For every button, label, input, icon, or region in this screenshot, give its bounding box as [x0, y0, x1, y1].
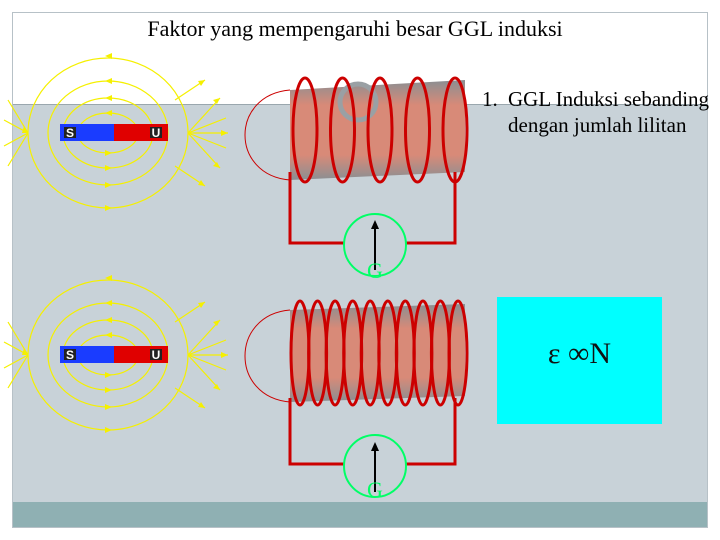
north-pole-label: U	[152, 348, 161, 362]
galvanometer-ring	[343, 213, 407, 277]
key-point-text: GGL Induksi sebanding dengan jumlah lili…	[508, 87, 710, 137]
south-pole-label: S	[66, 126, 74, 140]
galvanometer-2: G	[343, 434, 407, 502]
coil-winding	[447, 299, 469, 407]
needle-arrowhead	[371, 442, 379, 451]
north-pole-label: U	[152, 126, 161, 140]
galvanometer-label: G	[367, 258, 383, 283]
south-label-box	[64, 127, 76, 138]
setup-2: S U G	[3, 275, 469, 502]
coil-end-loop	[244, 89, 291, 181]
solenoid-2	[244, 299, 469, 407]
south-label-box	[64, 349, 76, 360]
setup-1: S U G	[3, 53, 469, 283]
circuit-2	[288, 398, 457, 466]
coil-turns-2	[289, 299, 469, 407]
bar-magnet-2: S U	[60, 346, 168, 363]
galvanometer-1: G	[343, 213, 407, 283]
coil-core	[290, 80, 465, 180]
galvanometer-label: G	[367, 477, 383, 502]
formula-box: ε ∞N	[497, 297, 662, 424]
slide-title: Faktor yang mempengaruhi besar GGL induk…	[147, 16, 563, 41]
circuit-1	[288, 172, 457, 245]
north-label-box	[150, 127, 162, 138]
coil-winding	[329, 76, 356, 184]
north-label-box	[150, 349, 162, 360]
slide-footer-bar	[12, 502, 708, 528]
coil-turns-1	[291, 76, 469, 184]
coil-winding	[291, 76, 319, 184]
formula-text: ε ∞N	[547, 337, 612, 370]
coil-winding	[366, 76, 394, 184]
key-point-number: 1.	[482, 87, 498, 111]
bar-magnet-1: S U	[60, 124, 168, 141]
south-pole-label: S	[66, 348, 74, 362]
coil-end-loop	[244, 309, 291, 403]
slide-frame	[12, 12, 708, 528]
needle-arrowhead	[371, 220, 379, 229]
field-arrows-2	[22, 275, 228, 433]
core-end	[337, 81, 379, 123]
galvanometer-ring	[343, 434, 407, 498]
field-arrows-1	[22, 53, 228, 211]
solenoid-1	[244, 76, 469, 184]
coil-winding	[404, 76, 431, 184]
